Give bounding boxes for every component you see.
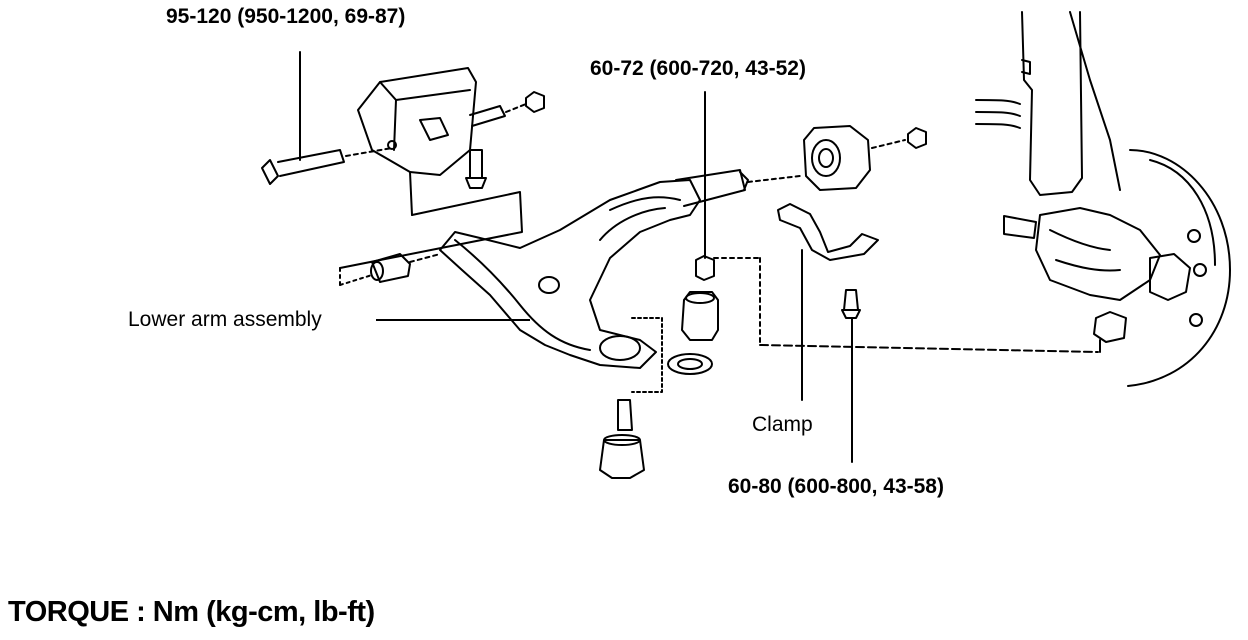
long-bolt bbox=[261, 147, 393, 185]
rear-bushing bbox=[803, 125, 927, 191]
small-bolt-bracket bbox=[465, 149, 487, 189]
torque-units-legend: TORQUE : Nm (kg-cm, lb-ft) bbox=[8, 596, 375, 628]
clamp-bolt bbox=[841, 289, 861, 463]
torque-spec-top-center: 60-72 (600-720, 43-52) bbox=[590, 57, 806, 80]
torque-spec-upper-left: 95-120 (950-1200, 69-87) bbox=[166, 5, 406, 28]
nut-top-center bbox=[695, 91, 1099, 353]
nut-bracket bbox=[505, 91, 545, 113]
front-bushing bbox=[339, 253, 441, 286]
clamp-part bbox=[777, 203, 879, 401]
clamp-label: Clamp bbox=[752, 413, 813, 436]
torque-spec-bottom: 60-80 (600-800, 43-58) bbox=[728, 475, 944, 498]
mounting-bracket bbox=[339, 67, 523, 269]
steering-knuckle bbox=[975, 11, 1231, 387]
lower-control-arm bbox=[439, 169, 801, 369]
lower-arm-label: Lower arm assembly bbox=[128, 308, 322, 331]
ball-joint bbox=[599, 291, 719, 479]
